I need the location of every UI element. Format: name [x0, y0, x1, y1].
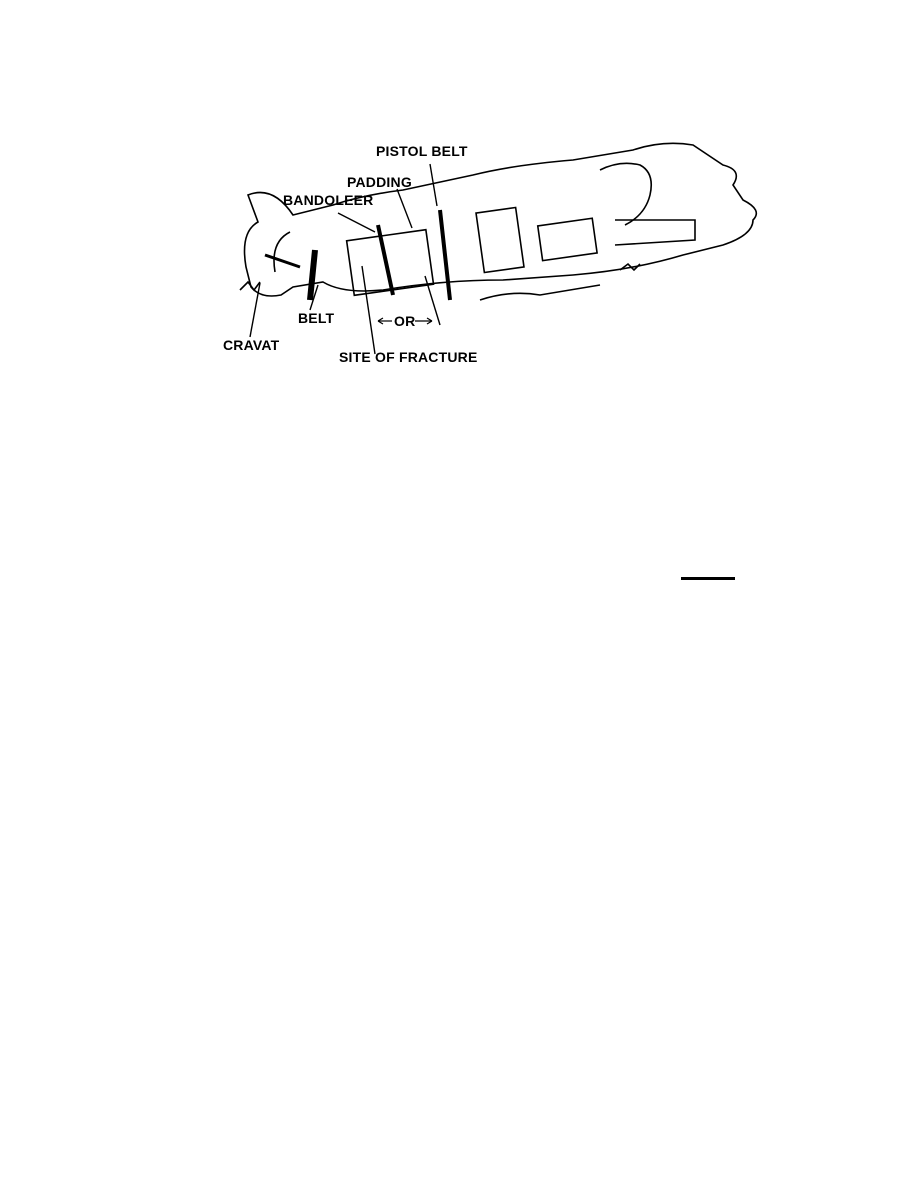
- label-cravat: CRAVAT: [223, 337, 280, 353]
- horizontal-rule: [681, 577, 735, 580]
- soldier-figure: [239, 142, 758, 301]
- or-arrows: [377, 317, 433, 325]
- label-or: OR: [394, 313, 416, 329]
- label-padding: PADDING: [347, 174, 412, 190]
- leader-lines: [249, 163, 441, 355]
- label-belt: BELT: [298, 310, 335, 326]
- label-site-of-fracture: SITE OF FRACTURE: [339, 349, 478, 365]
- label-pistol-belt: PISTOL BELT: [376, 143, 468, 159]
- label-bandoleer: BANDOLEER: [283, 192, 374, 208]
